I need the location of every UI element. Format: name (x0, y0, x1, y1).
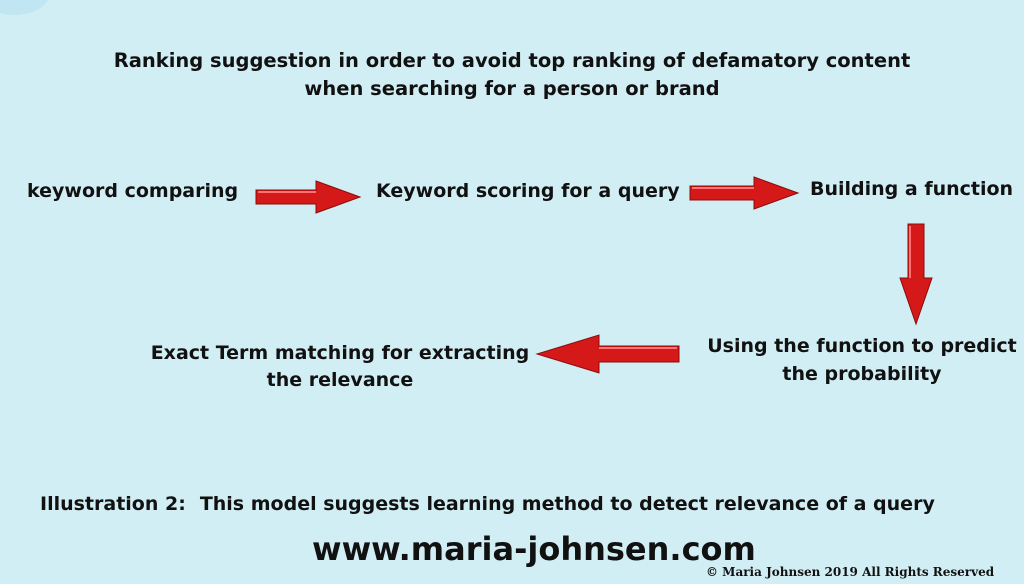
step-predict-probability: Using the function to predict the probab… (700, 332, 1024, 388)
diagram-title: Ranking suggestion in order to avoid top… (0, 47, 1024, 103)
illustration-caption: Illustration 2: This model suggests learn… (40, 493, 935, 515)
caption-text: This model suggests learning method to d… (199, 493, 935, 515)
step-building-function: Building a function (810, 178, 1013, 200)
step-1-label: keyword comparing (27, 180, 239, 202)
step-5-label-line-2: the relevance (266, 369, 414, 391)
title-line-2: when searching for a person or brand (304, 77, 720, 100)
arrow-right-2-icon (689, 176, 800, 210)
corner-decoration (0, 0, 50, 15)
step-keyword-scoring: Keyword scoring for a query (376, 180, 680, 202)
arrow-left-icon (535, 334, 680, 374)
step-4-label-line-2: the probability (782, 363, 942, 385)
step-3-label: Building a function (810, 178, 1014, 200)
step-4-label-line-1: Using the function to predict (707, 335, 1017, 357)
website-url: www.maria-johnsen.com (312, 530, 756, 568)
copyright-notice: © Maria Johnsen 2019 All Rights Reserved (706, 565, 995, 579)
step-2-label: Keyword scoring for a query (376, 180, 680, 202)
step-keyword-comparing: keyword comparing (27, 180, 238, 202)
title-line-1: Ranking suggestion in order to avoid top… (113, 49, 911, 72)
caption-label: Illustration 2: (40, 493, 186, 515)
step-5-label-line-1: Exact Term matching for extracting (150, 342, 530, 364)
arrow-down-icon (899, 223, 933, 326)
arrow-right-1-icon (255, 180, 362, 214)
step-exact-term-matching: Exact Term matching for extracting the r… (140, 340, 540, 394)
